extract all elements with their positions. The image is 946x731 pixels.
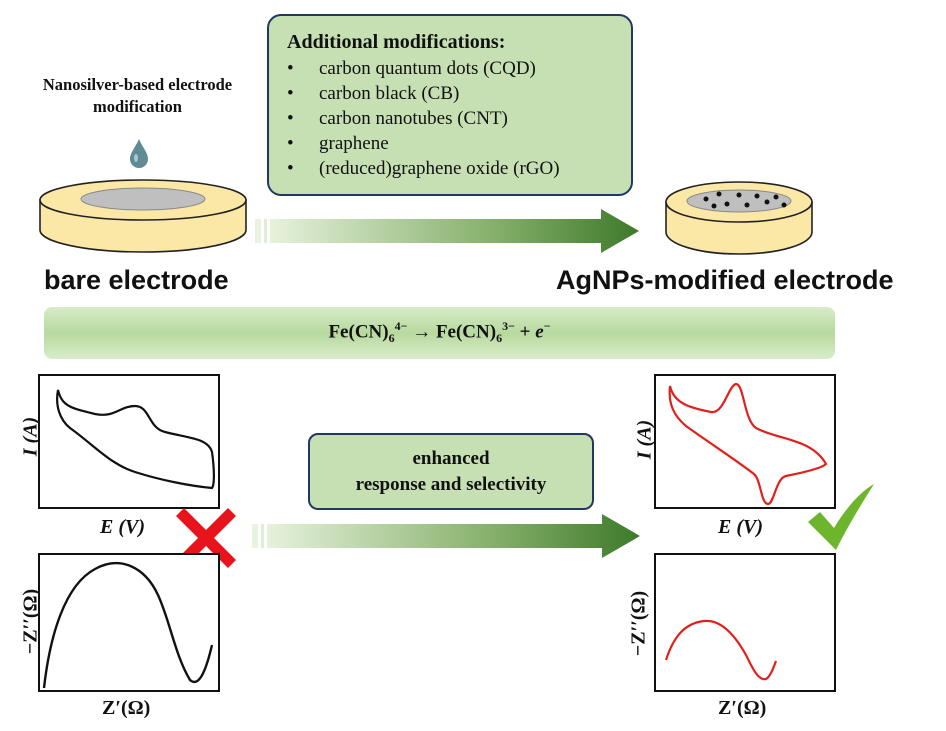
right-cv-ylabel-text: I (A) <box>633 419 656 460</box>
left-eis-xlabel: Z′(Ω) <box>102 697 150 720</box>
right-cv-plot <box>654 374 836 509</box>
enhanced-line1: enhanced <box>412 447 490 469</box>
electron: e <box>535 321 544 343</box>
bullet: • <box>287 133 294 154</box>
reaction-banner: Fe(CN)64− → Fe(CN)63− + e− <box>44 307 835 359</box>
list-item: • carbon nanotubes (CNT) <box>287 106 617 131</box>
product: Fe(CN) <box>435 321 497 343</box>
right-eis-plot <box>654 553 836 692</box>
bullet: • <box>287 58 294 79</box>
bullet: • <box>287 83 294 104</box>
reactant-charge: 4− <box>394 319 408 334</box>
reactant: Fe(CN) <box>328 321 389 343</box>
left-cv-curve <box>56 389 215 490</box>
right-eis-curve <box>664 619 778 681</box>
droplet-icon <box>130 139 148 168</box>
list-item: • graphene <box>287 131 617 156</box>
checkmark-icon <box>808 484 874 550</box>
left-eis-curve <box>42 561 214 689</box>
modifications-box: Additional modifications: • carbon quantu… <box>267 14 633 196</box>
modifications-list: • carbon quantum dots (CQD) • carbon black… <box>287 56 617 181</box>
reaction-equation: Fe(CN)64− → Fe(CN)63− + e− <box>328 319 550 346</box>
right-eis-xlabel: Z′(Ω) <box>718 697 766 720</box>
left-cv-xlabel: E (V) <box>100 516 145 539</box>
list-item: • carbon black (CB) <box>287 81 617 106</box>
left-cv-plot <box>38 374 220 509</box>
right-cv-xlabel-text: E (V) <box>718 516 763 538</box>
modification-cqd: carbon quantum dots (CQD) <box>319 58 536 79</box>
plus-sign: + <box>519 321 531 343</box>
bottom-arrow-icon <box>252 514 640 558</box>
agnps-electrode-label: AgNPs-modified electrode <box>556 265 894 295</box>
agnps-electrode-icon <box>665 181 813 255</box>
electron-charge: − <box>543 319 551 334</box>
reaction-arrow: → <box>412 321 432 343</box>
right-cv-curve <box>668 382 828 506</box>
left-eis-plot <box>38 553 220 692</box>
list-item: • carbon quantum dots (CQD) <box>287 56 617 81</box>
list-item: • (reduced)graphene oxide (rGO) <box>287 156 617 181</box>
modifications-title: Additional modifications: <box>287 31 506 53</box>
right-eis-ylabel-text: −Z′′(Ω) <box>627 590 650 657</box>
bare-electrode-icon <box>39 179 247 253</box>
right-eis-xlabel-text: Z′(Ω) <box>718 697 767 719</box>
bullet: • <box>287 108 294 129</box>
product-subscript: 6 <box>496 331 503 346</box>
right-cv-xlabel: E (V) <box>718 516 763 539</box>
reactant-subscript: 6 <box>388 331 395 346</box>
modification-graphene: graphene <box>319 133 389 154</box>
product-charge: 3− <box>502 319 515 334</box>
enhanced-line2: response and selectivity <box>355 473 547 495</box>
right-eis-ylabel: −Z′′(Ω) <box>628 579 651 669</box>
modification-cnt: carbon nanotubes (CNT) <box>319 108 508 129</box>
bullet: • <box>287 158 294 179</box>
left-eis-xlabel-text: Z′(Ω) <box>102 697 151 719</box>
bare-electrode-label: bare electrode <box>44 265 229 295</box>
left-cv-xlabel-text: E (V) <box>100 516 145 538</box>
modification-cb: carbon black (CB) <box>319 83 460 104</box>
enhanced-box: enhanced response and selectivity <box>308 433 594 510</box>
top-arrow-icon <box>255 209 639 253</box>
step-label: Nanosilver-based electrode modification <box>42 75 233 116</box>
modification-rgo: (reduced)graphene oxide (rGO) <box>319 158 560 179</box>
